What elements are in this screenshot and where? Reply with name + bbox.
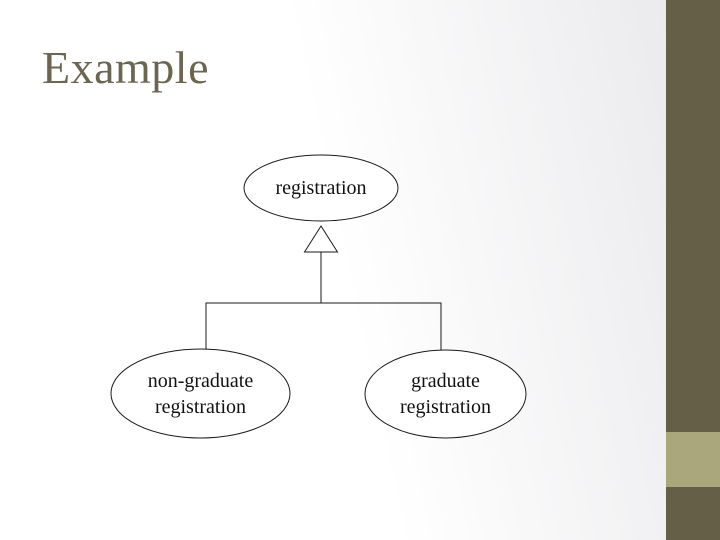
node-non-graduate-label: non-graduate registration [111,349,290,438]
sidebar-accent-bar [666,0,720,540]
sidebar-accent-block [666,432,720,487]
connector-branch [205,302,442,350]
node-label-line: graduate [411,370,480,392]
slide-title: Example [42,42,209,93]
node-label-line: registration [154,395,247,418]
node-label-line: registration [399,396,492,418]
node-label-line: registration [275,177,367,199]
node-label-line: non-graduate [147,369,254,392]
node-registration-ellipse [243,154,399,222]
node-graduate-ellipse [364,349,527,439]
node-non-graduate-ellipse [110,348,291,439]
node-registration-label: registration [244,155,398,221]
generalization-triangle-icon [303,225,339,253]
node-graduate-label: graduate registration [365,350,526,438]
